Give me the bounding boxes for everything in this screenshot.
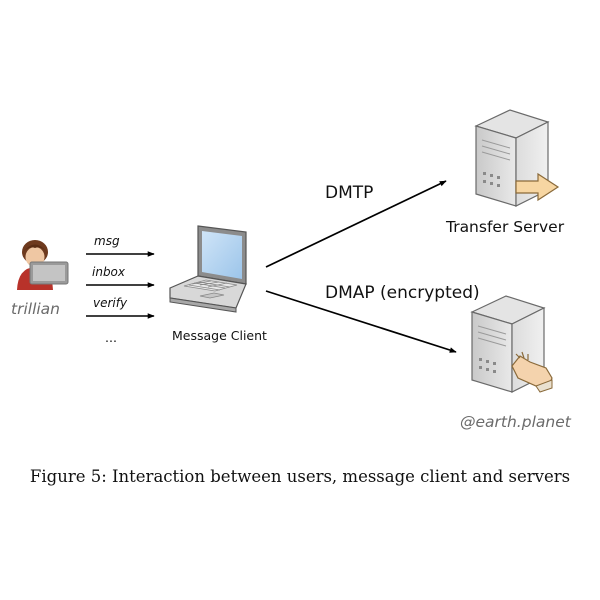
command-label-more: ... — [105, 330, 117, 345]
client-label: Message Client — [172, 328, 267, 343]
command-label-inbox: inbox — [92, 265, 125, 279]
command-label-msg: msg — [94, 234, 120, 248]
user-name: trillian — [11, 300, 60, 318]
dmtp-label: DMTP — [325, 183, 374, 203]
dmap-label: DMAP (encrypted) — [325, 283, 480, 303]
server-incoming-hand-icon — [470, 295, 553, 393]
laptop-icon — [169, 225, 247, 313]
dmap-arrow — [265, 290, 457, 353]
mailbox-server-label: @earth.planet — [460, 413, 571, 431]
command-label-verify: verify — [93, 296, 128, 310]
dmtp-arrow — [265, 180, 447, 268]
figure-caption: Figure 5: Interaction between users, mes… — [29, 467, 571, 486]
user-at-laptop-icon — [17, 240, 69, 290]
transfer-server-label: Transfer Server — [446, 218, 565, 236]
server-outgoing-arrow-icon — [474, 109, 560, 207]
